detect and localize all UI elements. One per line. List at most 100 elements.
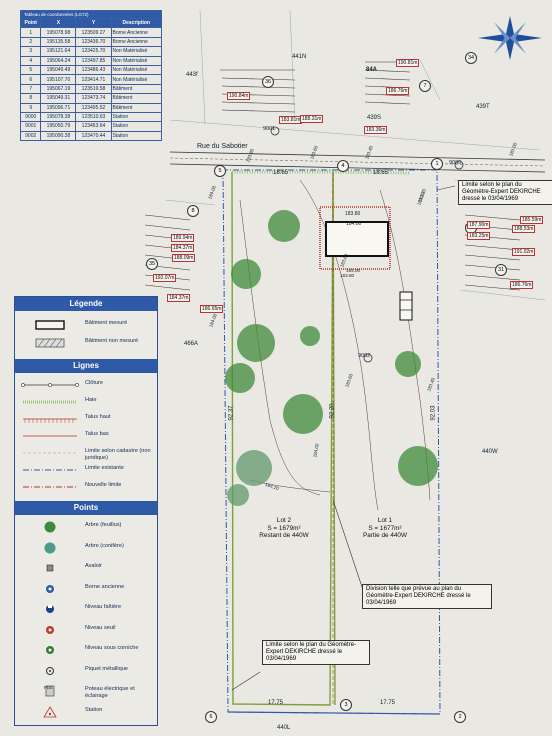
table-cell: Non Matérialisé [110, 55, 163, 66]
table-cell: Bâtiment [110, 93, 163, 104]
tree [300, 326, 320, 346]
building-width: 184.00 [346, 221, 362, 227]
level-readout: 191.02m [512, 248, 536, 256]
table-cell: Non Matérialisé [110, 64, 163, 76]
legend-label: Clôture [85, 380, 104, 386]
level-readout: 185.59m [520, 216, 544, 224]
level-readout: 186.65m [200, 305, 224, 313]
legend-label: Bâtiment non mesuré [85, 338, 139, 344]
lot-1-note: Partie de 440W [362, 532, 408, 539]
point-2: 2 [454, 711, 466, 723]
table-cell: 7 [19, 83, 42, 95]
conifer-tree-icon [21, 542, 79, 554]
level-readout: 189.94m [171, 234, 195, 242]
tree [236, 450, 272, 486]
dim-middle: 92.20 [329, 403, 336, 419]
table-cell: Non Matérialisé [110, 74, 163, 85]
table-cell: 8 [19, 93, 42, 104]
level-readout: 188.09m [172, 254, 196, 262]
lot-2: Lot 2 S = 1679m² Restant de 440W [244, 517, 324, 540]
measured-building-icon [21, 319, 79, 331]
table-cell: Station [110, 130, 163, 142]
parcel-441n: 441N [292, 54, 307, 60]
note-bottom: Limite selon le plan du Géomètre-Expert … [262, 640, 370, 665]
deciduous-tree-icon [21, 521, 79, 533]
dim-left-side: 92.37 [228, 405, 235, 421]
table-cell: 195067.19 [40, 83, 77, 95]
legend-label: Niveau faîtière [85, 604, 122, 610]
point-6: 6 [205, 711, 217, 723]
station-9000: 9000 [449, 160, 462, 166]
level-readout: 186.76m [510, 281, 534, 289]
table-cell: 195078.38 [40, 111, 77, 123]
line-style-icon [21, 379, 79, 391]
legend-label: Bâtiment mesuré [85, 320, 128, 326]
legend-point-row: Arbre (feuillus) [15, 521, 157, 534]
line-style-icon [21, 413, 79, 425]
table-cell: 123497.85 [75, 55, 112, 66]
legend-label: Limite existante [85, 465, 124, 471]
legend-point-row: Niveau sous corniche [15, 644, 157, 657]
metal-stake-icon [21, 665, 79, 677]
legend: Légende Bâtiment mesuré Bâtiment non mes… [14, 296, 158, 726]
point-1: 1 [431, 158, 443, 170]
table-cell: Bâtiment [110, 83, 163, 95]
legend-point-row: Niveau seuil [15, 624, 157, 637]
line-style-icon [21, 447, 79, 459]
table-cell: 5 [19, 64, 42, 76]
legend-label: Niveau sous corniche [85, 645, 139, 651]
plot-boundaries [222, 169, 456, 715]
table-cell: 195078.98 [40, 27, 77, 38]
table-cell: 195107.70 [40, 74, 77, 85]
parcel-439s: 439S [367, 115, 382, 121]
table-cell: 123425.70 [75, 46, 112, 57]
station-markers [270, 126, 464, 363]
table-cell: Station [110, 121, 163, 132]
table-cell: 195121.64 [40, 46, 77, 57]
compass-rose-icon [478, 16, 542, 60]
level-readout: 188.53m [512, 225, 536, 233]
level-readout: 187.90m [467, 221, 491, 229]
table-cell: 195049.31 [40, 93, 77, 104]
level-readout: 183.81m [279, 116, 303, 124]
dim-top-left: 18.65 [273, 170, 289, 176]
legend-building-unmeasured: Bâtiment non mesuré [15, 337, 157, 350]
house-number-31: 31 [495, 264, 507, 276]
point-3: 3 [340, 699, 352, 711]
table-cell: 123495.52 [75, 102, 112, 113]
level-readout: 188.31m [300, 115, 324, 123]
house-number-34: 34 [465, 52, 477, 64]
point-5: 5 [214, 165, 226, 177]
table-cell: 9000 [19, 111, 42, 123]
legend-label: Station [85, 706, 103, 713]
level-readout: 190.81m [396, 59, 420, 67]
legend-building-measured: Bâtiment mesuré [15, 319, 157, 332]
lot-1: Lot 1 S = 1677m² Partie de 440W [346, 517, 424, 540]
dim-right-side: 92.03 [430, 405, 437, 421]
unmeasured-building-icon [21, 337, 79, 349]
tree [225, 363, 255, 393]
table-cell: 123473.74 [75, 93, 112, 104]
tree [231, 259, 261, 289]
col-y: Y [75, 17, 112, 29]
table-cell: 195064.24 [40, 55, 77, 66]
level-readout: 192.07m [153, 274, 177, 282]
table-cell: 123414.71 [75, 74, 112, 85]
measured-building [319, 206, 413, 321]
threshold-level-icon [21, 624, 79, 636]
legend-label: Borne ancienne [85, 583, 125, 590]
legend-lines-title: Lignes [15, 359, 157, 373]
note-top-right: Limite selon le plan du Géomètre-Expert … [458, 180, 552, 205]
legend-point-row: Niveau faîtière [15, 603, 157, 616]
dim-bottom-left: 17.75 [268, 700, 284, 706]
parcel-443f: 443f [186, 72, 198, 78]
legend-label: Arbre (feuillus) [85, 522, 122, 528]
table-cell: Borne Ancienne [110, 36, 163, 48]
